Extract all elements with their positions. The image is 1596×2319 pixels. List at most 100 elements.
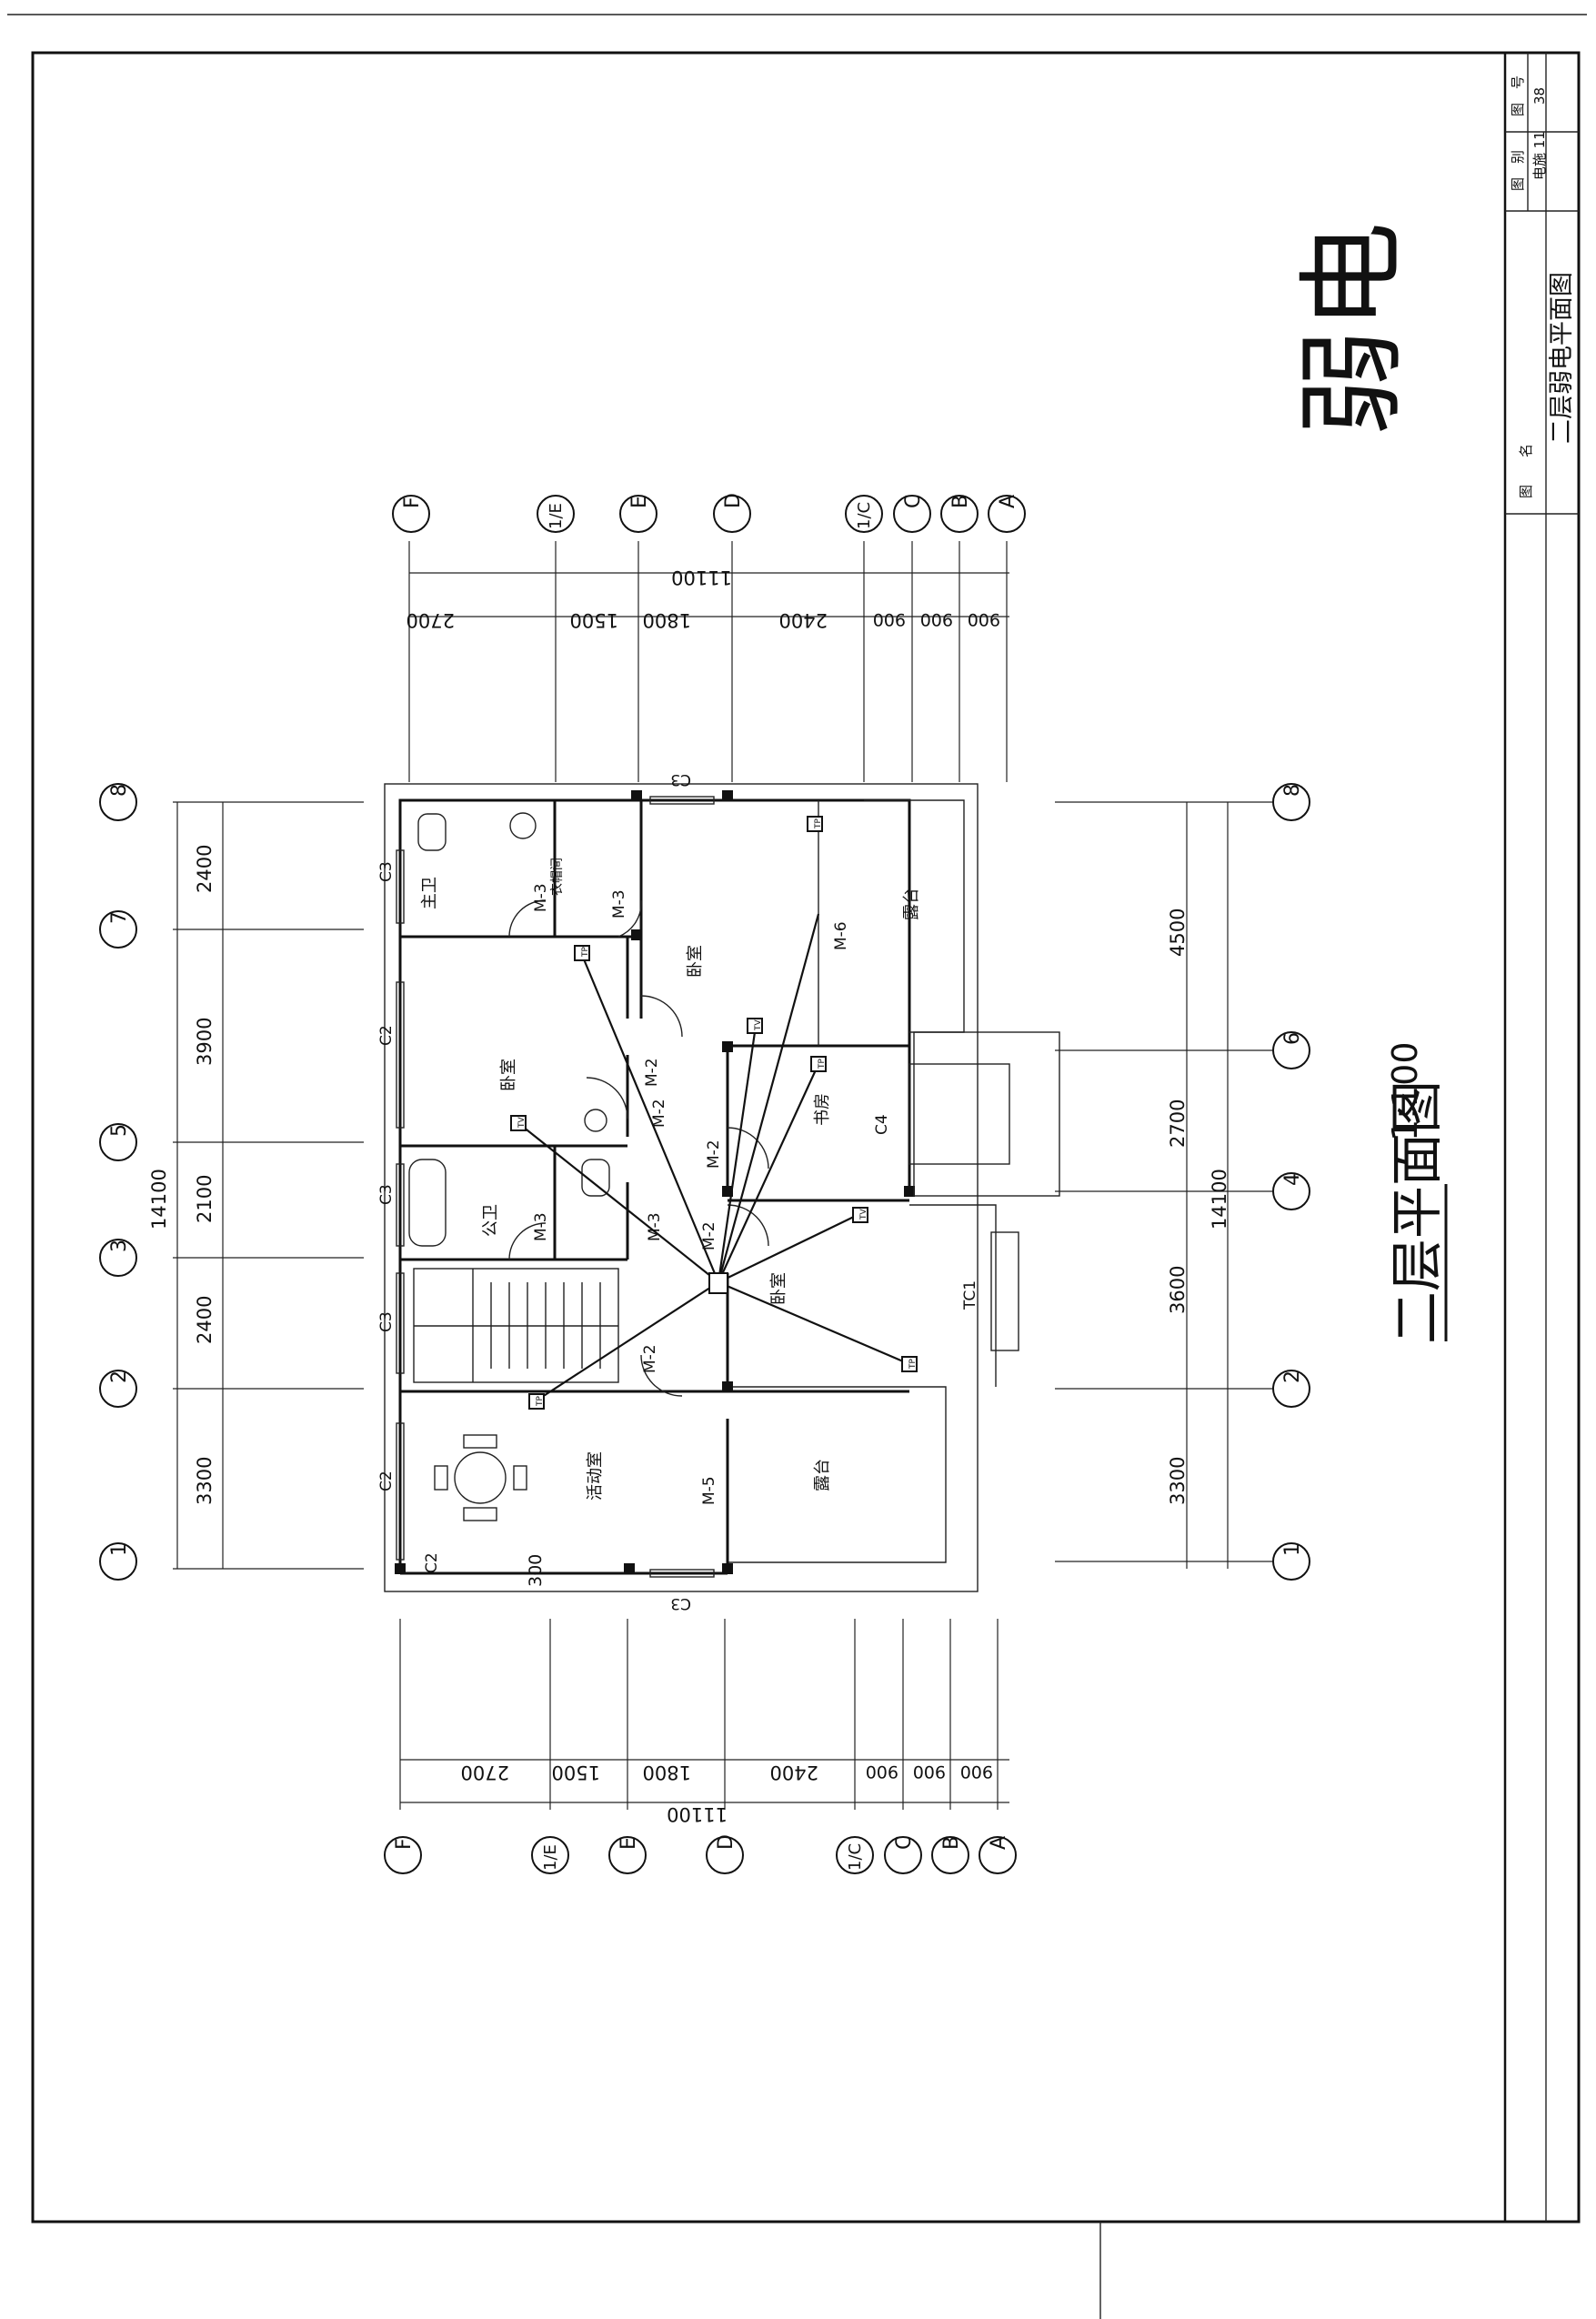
axis-label-C-top: C	[902, 495, 925, 508]
distribution-box	[708, 1272, 728, 1294]
dim-side-900b-top: 900	[920, 609, 953, 629]
window-c3-b: C3	[377, 1184, 396, 1205]
dim-300: 300	[526, 1554, 546, 1587]
door-m2-a: M-2	[643, 1058, 661, 1087]
window-c3-a: C3	[377, 861, 396, 882]
svg-text:TP: TP	[814, 818, 823, 829]
axis-label-8-top: 8	[108, 784, 131, 797]
svg-text:TP: TP	[818, 1059, 827, 1069]
svg-text:TP: TP	[536, 1396, 545, 1407]
axis-numbers-top: 1 2 3 5 7 8 3300 2400 2100 3900 2400 141…	[99, 783, 364, 1581]
axis-bubble-7-top	[99, 910, 137, 949]
plan-scale: 1:100	[1385, 1041, 1425, 1141]
dim-side-1500-bottom: 1500	[552, 1762, 600, 1783]
dim-side-total-bottom: 11100	[667, 1803, 728, 1825]
axis-label-D-top: D	[722, 493, 745, 508]
axis-label-1E-top: 1/E	[547, 503, 566, 529]
axis-label-7-top: 7	[108, 911, 131, 924]
door-m2-c: M-2	[705, 1139, 723, 1169]
axis-bubble-8-bottom	[1272, 783, 1310, 821]
room-bedroom-b: 卧室	[499, 1059, 518, 1091]
opening-labels: M-3 M-3 M-3 M-3 M-2 M-2 M-2 M-2 M-2 M-5 …	[377, 770, 979, 1612]
axis-label-D-bottom: D	[715, 1834, 738, 1850]
outlet-tv-bedroom-a: TV	[747, 1018, 763, 1034]
outlet-tv-bedroom-c: TV	[852, 1207, 868, 1223]
axis-letters-bottom: F 1/E E D 1/C C B A 2700 1500 1800 2400 …	[384, 1619, 1017, 1874]
dim-top-2400b: 2400	[194, 845, 216, 893]
room-master-bath: 主卫	[420, 877, 439, 909]
axis-label-1C-bottom: 1/C	[846, 1843, 865, 1871]
outlet-tp-activity: TP	[528, 1393, 545, 1410]
axis-label-3-top: 3	[108, 1240, 131, 1252]
dim-side-900c-top: 900	[968, 609, 1000, 629]
axis-label-1-top: 1	[108, 1543, 131, 1556]
axis-label-F-top: F	[401, 497, 424, 508]
axis-bubble-1-bottom	[1272, 1542, 1310, 1581]
svg-text:TP: TP	[581, 947, 590, 958]
outlet-tp-balcony-side: TP	[807, 816, 823, 832]
title-category-value: 电施 11	[1531, 131, 1548, 180]
axis-label-1C-top: 1/C	[855, 502, 874, 529]
dim-side-2400-top: 2400	[779, 609, 828, 631]
title-block: 图 名 二层弱电平面图 图 别 电施 11 图 号 38	[1503, 53, 1579, 2222]
axis-label-4-bottom: 4	[1281, 1173, 1304, 1186]
window-c2-a: C2	[377, 1025, 396, 1046]
outlet-tp-bedroom-c: TP	[901, 1356, 918, 1372]
room-study: 书房	[813, 1093, 832, 1126]
window-c2-c: C2	[423, 1552, 441, 1573]
axis-label-2-top: 2	[108, 1370, 131, 1383]
handwritten-note: 弱电	[1290, 222, 1415, 437]
dim-side-1800-top: 1800	[643, 609, 691, 631]
axis-bubble-6-bottom	[1272, 1031, 1310, 1069]
inner-frame	[31, 51, 1581, 2224]
axis-label-F-bottom: F	[393, 1838, 416, 1850]
title-category-label: 图 别	[1510, 150, 1526, 191]
axis-bubble-5-top	[99, 1123, 137, 1161]
axis-label-2-bottom: 2	[1281, 1370, 1304, 1383]
outlet-tv-bedroom-b: TV	[510, 1115, 527, 1131]
dim-side-total-top: 11100	[671, 567, 732, 588]
axis-label-B-bottom: B	[940, 1836, 963, 1850]
window-tc1: TC1	[961, 1280, 979, 1310]
axis-bubble-3-top	[99, 1239, 137, 1277]
dim-top-2400: 2400	[194, 1296, 216, 1344]
door-m3-c: M-3	[532, 1212, 550, 1241]
dim-bottom-total: 14100	[1209, 1169, 1230, 1230]
door-m2-b: M-2	[650, 1099, 668, 1128]
door-m3-a: M-3	[532, 883, 550, 912]
axis-label-5-top: 5	[108, 1124, 131, 1137]
dim-top-3900: 3900	[194, 1018, 216, 1066]
dim-side-900a-bottom: 900	[866, 1762, 898, 1782]
window-c3-d: C3	[670, 770, 691, 788]
svg-text:TP: TP	[908, 1359, 918, 1370]
floor-plan	[384, 783, 1060, 1592]
axis-label-E-top: E	[628, 496, 651, 508]
outlet-tp-bedroom-a: TP	[574, 945, 590, 961]
dim-top-total: 14100	[148, 1169, 170, 1230]
room-activity: 活动室	[586, 1451, 605, 1501]
title-drawing-name-label: 图 名	[1518, 444, 1534, 498]
axis-bubble-2-top	[99, 1370, 137, 1408]
axis-bubble-4-bottom	[1272, 1172, 1310, 1210]
axis-bubble-2-bottom	[1272, 1370, 1310, 1408]
dim-side-900a-top: 900	[873, 609, 906, 629]
dim-bottom-3600: 3600	[1167, 1266, 1189, 1314]
dim-top-2100: 2100	[194, 1175, 216, 1223]
door-m6: M-6	[832, 921, 850, 950]
door-m3-b: M-3	[610, 889, 628, 919]
title-number-label: 图 号	[1510, 75, 1526, 116]
window-c3-c: C3	[377, 1311, 396, 1332]
axis-label-A-top: A	[997, 495, 1019, 508]
axis-label-A-bottom: A	[988, 1836, 1010, 1850]
axis-bubble-1-top	[99, 1542, 137, 1581]
door-m2-d: M-2	[700, 1221, 718, 1250]
room-labels: 主卫 衣帽间 卧室 卧室 公卫 书房 卧室 活动室 露台 露台	[420, 858, 921, 1501]
door-m2-e: M-2	[641, 1344, 659, 1373]
window-c4: C4	[873, 1114, 891, 1135]
dim-side-2400-bottom: 2400	[770, 1762, 818, 1783]
window-c3-e: C3	[670, 1594, 691, 1612]
svg-text:TV: TV	[754, 1019, 763, 1031]
dim-side-900b-bottom: 900	[913, 1762, 946, 1782]
dim-bottom-2700: 2700	[1167, 1099, 1189, 1148]
